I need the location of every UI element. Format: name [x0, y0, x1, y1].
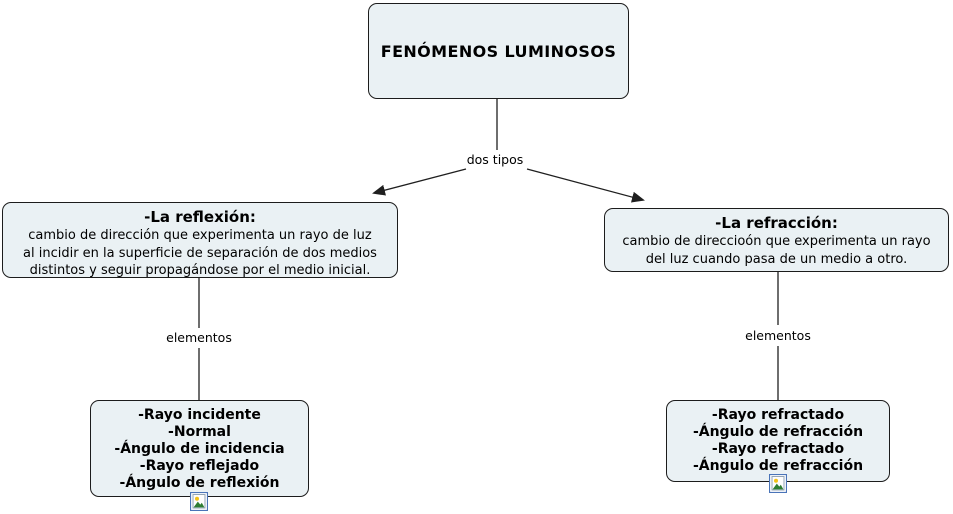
reflexion-element: -Normal [168, 424, 231, 440]
refraccion-title: -La refracción: [715, 214, 838, 232]
image-resource-icon[interactable] [189, 491, 209, 512]
connector-dos-tipos-to-reflexion [372, 168, 467, 196]
image-resource-icon[interactable] [768, 473, 788, 494]
refraccion-element: -Ángulo de refracción [692, 458, 864, 474]
reflexion-title: -La reflexión: [144, 208, 256, 226]
link-label-dos-tipos[interactable]: dos tipos [445, 152, 545, 168]
reflexion-element: -Rayo incidente [138, 407, 261, 423]
root-node-title: FENÓMENOS LUMINOSOS [380, 41, 617, 61]
node-la-refraccion[interactable]: -La refracción: cambio de direccioón que… [604, 208, 949, 272]
link-label-elementos-left[interactable]: elementos [149, 330, 249, 346]
reflexion-body-line: cambio de dirección que experimenta un r… [28, 228, 372, 243]
reflexion-element: -Ángulo de reflexión [119, 475, 280, 491]
node-la-reflexion[interactable]: -La reflexión: cambio de dirección que e… [2, 202, 398, 278]
reflexion-body-line: distintos y seguir propagándose por el m… [29, 263, 371, 278]
node-fenomenos-luminosos[interactable]: FENÓMENOS LUMINOSOS [368, 3, 629, 99]
reflexion-element: -Ángulo de incidencia [114, 441, 285, 457]
refraccion-body-line: del luz cuando pasa de un medio a otro. [645, 251, 908, 267]
node-refraccion-elements[interactable]: -Rayo refractado -Ángulo de refracción -… [666, 400, 890, 482]
refraccion-element: -Ángulo de refracción [692, 424, 864, 440]
connector-dos-tipos-to-refraccion [526, 168, 645, 203]
link-label-elementos-right[interactable]: elementos [728, 328, 828, 344]
refraccion-body-line: cambio de direccioón que experimenta un … [622, 234, 931, 249]
refraccion-element: -Rayo refractado [711, 407, 845, 423]
reflexion-element: -Rayo reflejado [139, 458, 260, 474]
refraccion-element: -Rayo refractado [711, 441, 845, 457]
node-reflexion-elements[interactable]: -Rayo incidente -Normal -Ángulo de incid… [90, 400, 309, 497]
reflexion-body-line: al incidir en la superficie de separació… [23, 245, 377, 261]
